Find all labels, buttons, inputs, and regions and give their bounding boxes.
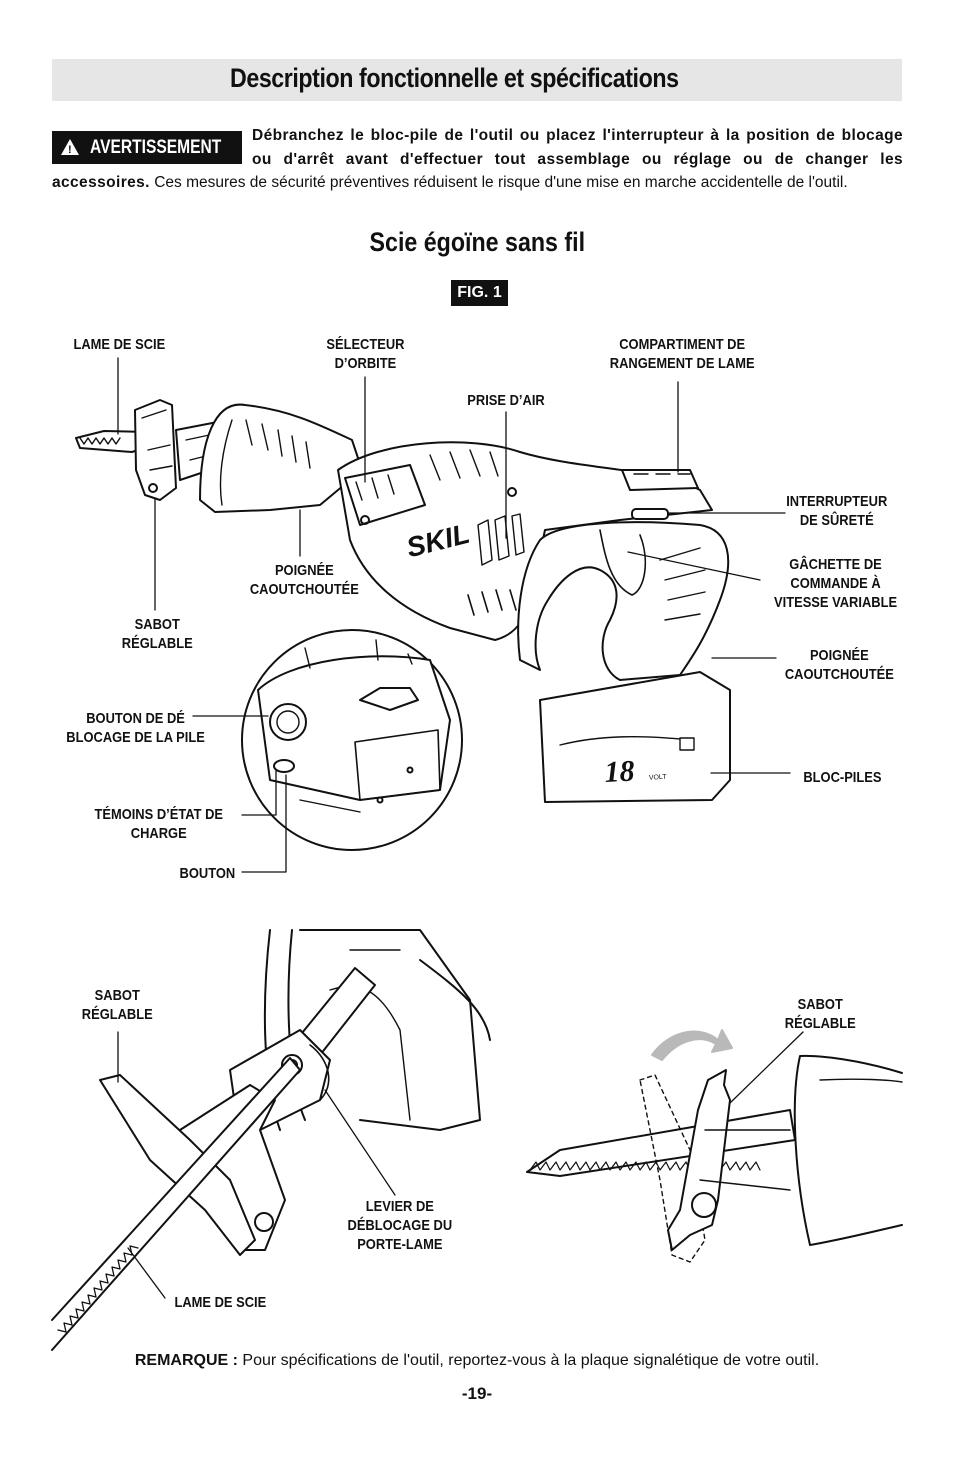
svg-text:18: 18: [604, 754, 636, 789]
callout-lame-de-scie: LAME DE SCIE: [73, 336, 166, 353]
callout-sabot-reglable-2: SABOT RÉGLABLE: [81, 987, 153, 1023]
note-text: Pour spécifications de l'outil, reportez…: [237, 1352, 820, 1369]
callout-lines: [117, 357, 791, 873]
warning-badge: ! AVERTISSEMENT: [52, 131, 242, 164]
callout-bloc-piles: BLOC-PILES: [803, 769, 882, 786]
battery-inset-drawing: [241, 629, 463, 851]
title-bar: Description fonctionnelle et spécificati…: [52, 59, 902, 101]
section-title: Scie égoïne sans fil: [369, 227, 585, 257]
callout-poignee-right: POIGNÉE CAOUTCHOUTÉE: [784, 647, 894, 683]
rotate-arrow-icon: [651, 1029, 733, 1061]
shoe-adjust-drawing: [526, 1029, 903, 1263]
callout-bouton-deblocage: BOUTON DE DÉ BLOCAGE DE LA PILE: [66, 710, 205, 746]
warning-badge-label: AVERTISSEMENT: [90, 137, 222, 158]
page-title: Description fonctionnelle et spécificati…: [230, 63, 679, 93]
callout-sabot-reglable-1: SABOT RÉGLABLE: [121, 616, 193, 652]
callout-temoins: TÉMOINS D’ÉTAT DE CHARGE: [94, 806, 223, 842]
callout-bouton: BOUTON: [179, 865, 236, 882]
callout-lame-de-scie-2: LAME DE SCIE: [174, 1294, 267, 1311]
remarque-note: REMARQUE : Pour spécifications de l'outi…: [0, 1352, 954, 1370]
callout-poignee-left: POIGNÉE CAOUTCHOUTÉE: [249, 562, 359, 598]
callout-levier: LEVIER DE DÉBLOCAGE DU PORTE-LAME: [347, 1198, 453, 1253]
callout-sabot-reglable-3: SABOT RÉGLABLE: [784, 996, 856, 1032]
warning-bold-text: Débranchez le bloc-pile de l'outil ou pl…: [52, 127, 903, 191]
callout-gachette: GÂCHETTE DE COMMANDE À VITESSE VARIABLE: [774, 556, 898, 611]
warning-text: Débranchez le bloc-pile de l'outil ou pl…: [52, 124, 903, 195]
callout-interrupteur: INTERRUPTEUR DE SÛRETÉ: [786, 493, 888, 529]
warning-triangle-icon: [61, 139, 79, 155]
callout-selecteur-orbite: SÉLECTEUR D’ORBITE: [326, 336, 405, 372]
svg-text:VOLT: VOLT: [649, 774, 668, 782]
note-label: REMARQUE :: [134, 1352, 238, 1369]
figure-label: FIG. 1: [451, 280, 508, 306]
callout-prise-air: PRISE D’AIR: [467, 392, 545, 409]
blade-clamp-drawing: [51, 929, 491, 1351]
battery-voltage-label: 18 VOLT: [604, 754, 668, 789]
page-number: -19-: [461, 1384, 493, 1403]
warning-normal-text: Ces mesures de sécurité préventives rédu…: [149, 174, 848, 191]
callout-compartiment: COMPARTIMENT DE RANGEMENT DE LAME: [609, 336, 755, 372]
